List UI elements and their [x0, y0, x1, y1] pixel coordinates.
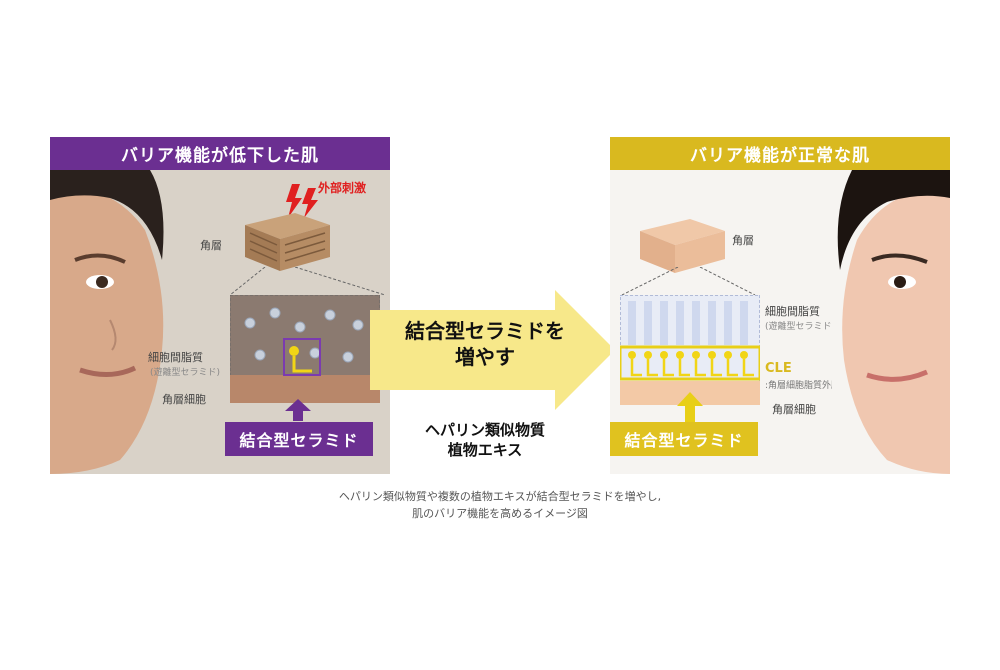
- damaged-stratum-corneum-image: [245, 213, 330, 271]
- cle-label: CLE: [765, 361, 792, 376]
- increase-arrow: [370, 290, 615, 410]
- left-intercellular-lipid-sub: (遊離型セラミド): [150, 368, 221, 378]
- lightning-icon: [286, 184, 318, 218]
- young-face-image: [832, 170, 950, 474]
- zoom-lines: [229, 267, 386, 296]
- right-zoom-lines: [621, 267, 756, 296]
- right-intercellular-lipid-sub: (遊離型セラミド): [765, 322, 836, 332]
- left-stratum-corneum-label: 角層: [200, 239, 222, 252]
- increase-text: 結合型セラミドを 増やす: [385, 318, 585, 370]
- caption-line2: 肌のバリア機能を高めるイメージ図: [412, 507, 588, 520]
- right-corneocyte-label: 角層細胞: [772, 403, 816, 416]
- ingredients-text: ヘパリン類似物質 植物エキス: [395, 420, 575, 460]
- damaged-lipid-zoom: [230, 295, 380, 403]
- right-stratum-corneum-label: 角層: [732, 234, 754, 247]
- healthy-skin-header: バリア機能が正常な肌: [610, 137, 950, 170]
- older-face-image: [50, 170, 170, 474]
- cle-description: :角層細胞脂質外膜: [765, 381, 841, 391]
- healthy-skin-panel: バリア機能が正常な肌 角層 細胞間脂質 (遊離型セラミド) CLE :角層細胞脂…: [610, 137, 950, 474]
- damaged-skin-panel: バリア機能が低下した肌 外部刺激 角層: [50, 137, 390, 474]
- right-intercellular-lipid-label: 細胞間脂質: [765, 305, 820, 318]
- left-intercellular-lipid-label: 細胞間脂質: [148, 351, 203, 364]
- up-arrow-icon: [285, 399, 311, 421]
- increase-text-line2: 増やす: [455, 345, 515, 369]
- increase-text-line1: 結合型セラミドを: [405, 319, 565, 343]
- ingredients-line1: ヘパリン類似物質: [424, 421, 545, 439]
- yellow-up-arrow-icon: [677, 392, 703, 422]
- healthy-lipid-zoom: [620, 295, 760, 405]
- left-corneocyte-label: 角層細胞: [162, 393, 206, 406]
- damaged-skin-header: バリア機能が低下した肌: [50, 137, 390, 170]
- caption-line1: ヘパリン類似物質や複数の植物エキスが結合型セラミドを増やし,: [338, 490, 662, 503]
- external-stimulus-label: 外部刺激: [318, 181, 367, 195]
- left-bound-ceramide-label: 結合型セラミド: [225, 422, 373, 456]
- ingredients-line2: 植物エキス: [447, 441, 523, 459]
- healthy-stratum-corneum-image: [640, 219, 725, 273]
- right-bound-ceramide-label: 結合型セラミド: [610, 422, 758, 456]
